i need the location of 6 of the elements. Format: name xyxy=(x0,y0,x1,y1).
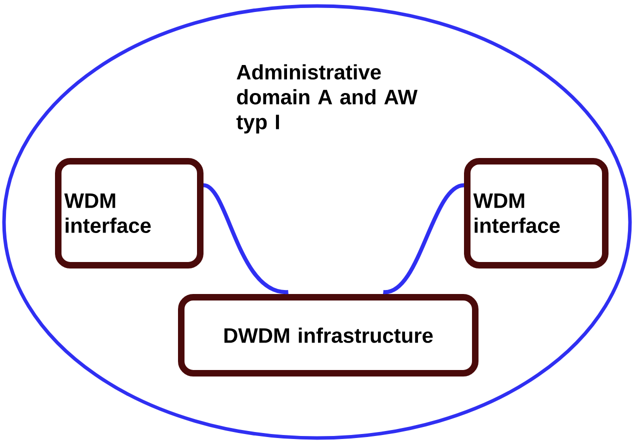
interface-box: DWDM infrastructure xyxy=(178,294,478,376)
connector-line xyxy=(382,183,465,294)
interface-box: WDM interface xyxy=(55,158,204,268)
domain-label: Administrative domain A and AW typ I xyxy=(236,64,418,134)
interface-box: WDM interface xyxy=(464,158,608,268)
connector-line xyxy=(202,183,288,294)
